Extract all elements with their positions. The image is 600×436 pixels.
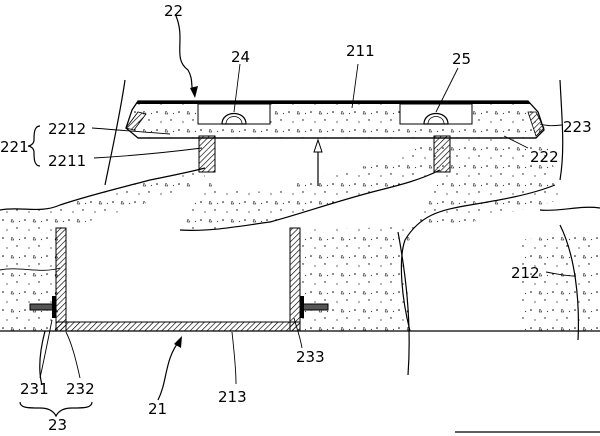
arrow-21-head xyxy=(174,336,182,348)
leader-24 xyxy=(233,63,241,113)
label-2211: 2211 xyxy=(48,152,86,170)
arrow-22-head xyxy=(190,86,198,98)
label-21: 21 xyxy=(148,400,167,418)
soil-middle-edge xyxy=(179,169,441,231)
curve-left-long xyxy=(39,330,46,386)
cover-plate xyxy=(125,100,545,139)
brace-221 xyxy=(27,125,41,167)
label-23: 23 xyxy=(48,416,67,434)
label-22: 22 xyxy=(164,2,183,20)
soil-left xyxy=(0,168,205,331)
fixture-25-dome-inner xyxy=(427,116,445,125)
label-213: 213 xyxy=(218,388,247,406)
leader-2211 xyxy=(93,147,203,159)
soil-far-right-edge xyxy=(539,206,600,211)
soil-left-edge xyxy=(0,167,206,211)
label-221: 221 xyxy=(0,138,29,156)
label-222: 222 xyxy=(530,148,559,166)
box-right-wall xyxy=(289,227,301,332)
soil-left-lower-edge xyxy=(0,267,61,271)
leader-212 xyxy=(545,271,577,277)
label-25: 25 xyxy=(452,50,471,68)
label-233: 233 xyxy=(296,348,325,366)
label-24: 24 xyxy=(231,48,250,66)
label-223: 223 xyxy=(563,118,592,136)
leader-223 xyxy=(539,123,563,127)
cover-left-edge xyxy=(125,111,147,131)
label-231: 231 xyxy=(20,380,49,398)
leader-2212 xyxy=(91,127,171,135)
leader-211 xyxy=(351,63,359,109)
curve-212 xyxy=(559,224,579,341)
cover-top-rim xyxy=(136,101,530,104)
leader-222 xyxy=(503,135,529,149)
support-left xyxy=(198,135,216,173)
label-211: 211 xyxy=(346,42,375,60)
brace-23 xyxy=(19,401,93,418)
curve-left-crack xyxy=(104,79,126,186)
center-arrow-head xyxy=(313,138,323,153)
soil-right-edge xyxy=(400,184,556,332)
curve-right-long xyxy=(397,231,410,376)
curve-right-crack xyxy=(559,79,564,181)
box-left-wall xyxy=(55,227,67,332)
fixture-25-dome xyxy=(423,112,449,125)
leader-22 xyxy=(175,15,195,95)
soil-middle xyxy=(180,142,440,231)
anchor-right-plate xyxy=(300,296,304,318)
support-right xyxy=(433,135,451,173)
leader-213 xyxy=(231,331,237,385)
leader-231 xyxy=(39,319,53,379)
leader-25 xyxy=(435,67,459,113)
leader-233 xyxy=(293,317,303,349)
cover-right-edge xyxy=(527,111,545,137)
label-2212: 2212 xyxy=(48,120,86,138)
leader-232 xyxy=(65,331,81,379)
anchor-left-plate xyxy=(52,296,56,318)
anchor-right xyxy=(299,303,329,311)
soil-far-right-block xyxy=(520,230,600,331)
fixture-24-dome xyxy=(221,112,247,125)
label-212: 212 xyxy=(511,264,540,282)
box-bottom xyxy=(55,321,301,332)
label-232: 232 xyxy=(66,380,95,398)
leader-21 xyxy=(157,339,181,401)
soil-right xyxy=(300,137,560,331)
fixture-24-dome-inner xyxy=(225,116,243,125)
